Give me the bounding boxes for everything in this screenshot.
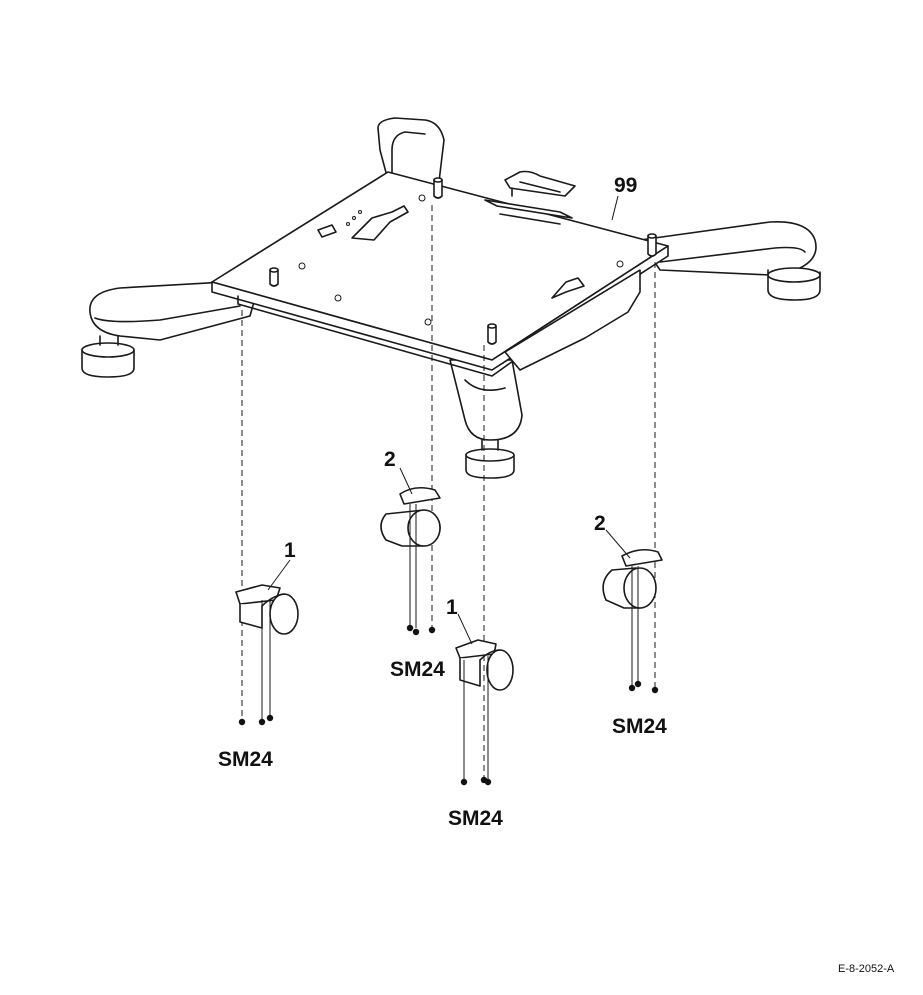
base-leg-left <box>81 279 261 378</box>
base-leg-right <box>639 221 821 301</box>
caster-center-top <box>380 486 441 628</box>
callout-1-center: 1 <box>446 596 458 619</box>
callout-1-left: 1 <box>284 539 296 562</box>
leader-lines <box>267 195 631 645</box>
callout-99: 99 <box>614 174 637 197</box>
caster-center-bottom <box>455 639 514 780</box>
base-plate <box>211 170 669 377</box>
alignment-lines <box>241 205 656 780</box>
caster-right <box>602 548 663 688</box>
screw-label-center-top: SM24 <box>390 658 445 681</box>
callout-2-right: 2 <box>594 512 606 535</box>
reference-code: E-8-2052-A <box>838 963 895 975</box>
base-leg-front <box>449 359 523 479</box>
screw-label-left: SM24 <box>218 748 273 771</box>
screw-label-right: SM24 <box>612 715 667 738</box>
screw-label-center-bottom: SM24 <box>448 807 503 830</box>
callout-2-center: 2 <box>384 448 396 471</box>
caster-left <box>235 584 299 722</box>
screws <box>238 624 659 786</box>
